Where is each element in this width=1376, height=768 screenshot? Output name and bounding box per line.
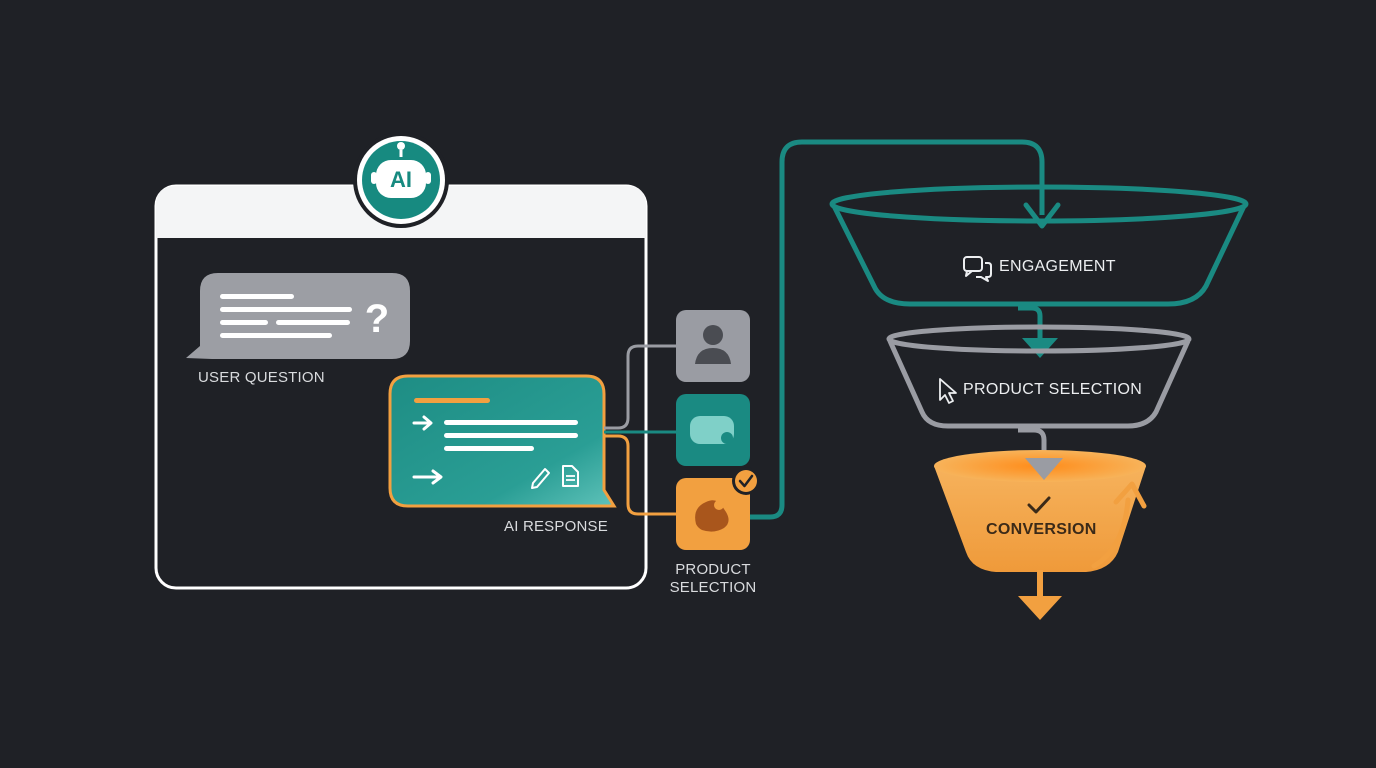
cursor-icon (939, 378, 957, 404)
funnel-label-engagement: ENGAGEMENT (999, 258, 1116, 275)
funnel-stage-product-selection (886, 324, 1192, 429)
funnel-stage-conversion (934, 450, 1147, 620)
product-selection-caption-line1: PRODUCT (675, 561, 751, 578)
tile-user (676, 310, 750, 382)
arrow-right-icon (412, 415, 433, 431)
chat-bubbles-icon (963, 256, 992, 282)
product-selection-caption: PRODUCT SELECTION (663, 561, 763, 597)
user-avatar-icon (703, 325, 723, 345)
check-badge-icon (732, 467, 760, 495)
arrow-right-icon (412, 469, 443, 485)
flow-line-teal (750, 139, 1045, 520)
funnel-label-conversion: CONVERSION (986, 521, 1097, 538)
document-icon (562, 465, 579, 487)
robot-head-icon (376, 160, 426, 198)
funnel-label-product-selection: PRODUCT SELECTION (963, 381, 1143, 398)
ai-response-bubble (388, 374, 617, 508)
funnel-stage-engagement (829, 184, 1249, 307)
connector-lines (604, 344, 678, 516)
check-icon (1027, 496, 1051, 514)
ai-badge-text: AI (390, 167, 412, 192)
product-selection-caption-line2: SELECTION (669, 579, 757, 596)
edit-icon (531, 468, 550, 489)
ai-badge (353, 132, 449, 228)
user-question-bubble: ? (186, 273, 410, 359)
ai-response-label: AI RESPONSE (504, 518, 608, 535)
tile-chat (676, 394, 750, 466)
user-question-label: USER QUESTION (198, 369, 325, 386)
tile-product (676, 467, 760, 550)
question-mark-icon: ? (365, 297, 389, 341)
